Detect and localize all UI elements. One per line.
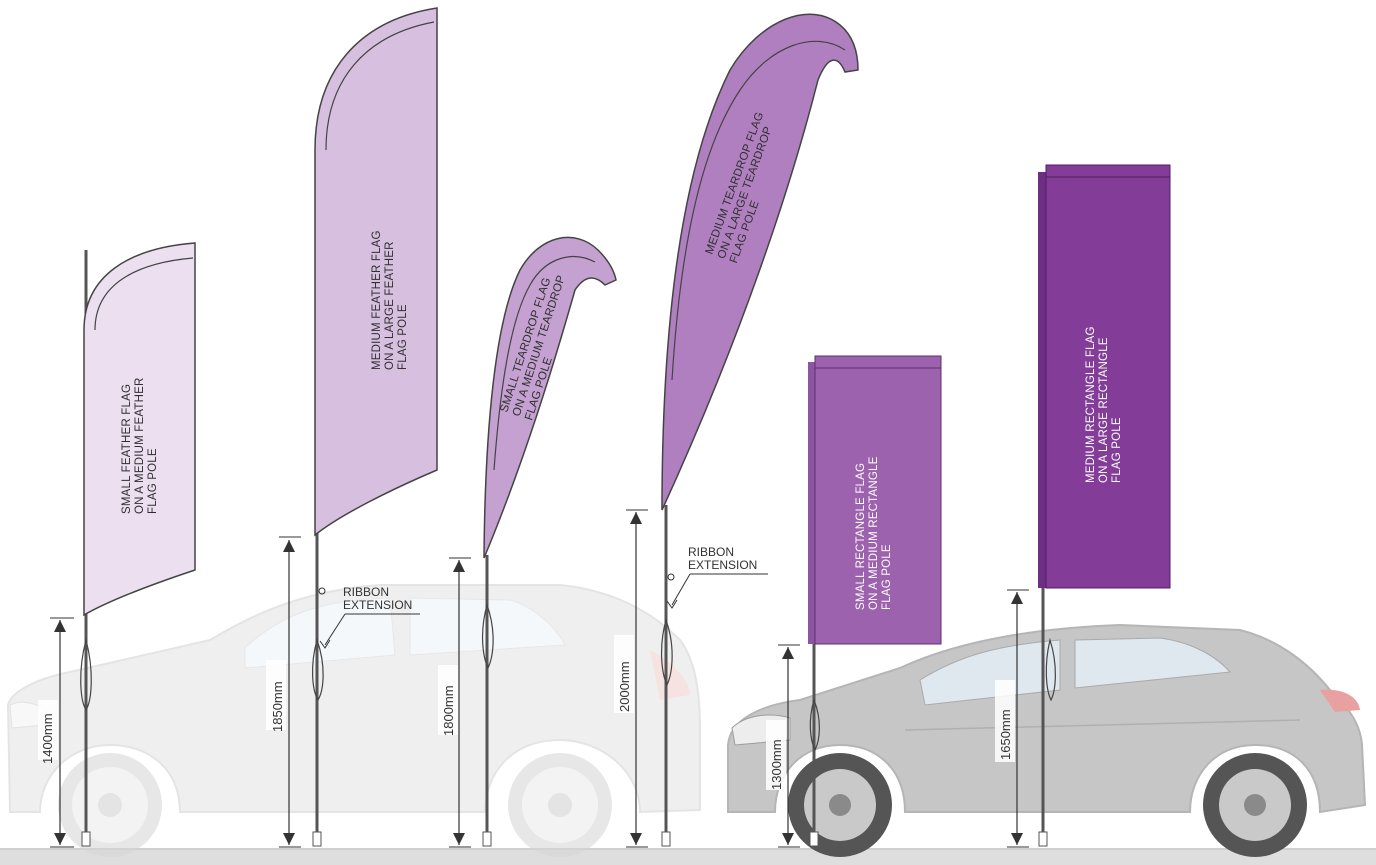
height-label: 1400mm [40, 713, 55, 764]
annotation-line: EXTENSION [343, 598, 412, 612]
flag-label-line: SMALL FEATHER FLAG [121, 384, 133, 514]
small-feather-flag-unit: SMALL FEATHER FLAG ON A MEDIUM FEATHER F… [38, 242, 196, 848]
svg-text:SMALL FEATHER FLAG ON A: SMALL FEATHER FLAG ON A MEDIUM FEATHER F… [121, 374, 159, 514]
medium-teardrop-flag [661, 13, 859, 511]
medium-teardrop-flag-unit: MEDIUM TEARDROP FLAG ON A LARGE TEARDROP… [614, 13, 859, 848]
suv-car-illustration [6, 584, 701, 857]
medium-rectangle-flag-unit: MEDIUM RECTANGLE FLAG ON A LARGE RECTANG… [995, 164, 1171, 848]
flag-label-line: ON A MEDIUM FEATHER [134, 378, 146, 515]
small-rectangle-flag [814, 355, 942, 645]
height-label: 1850mm [270, 681, 285, 732]
annotation-line: RIBBON [688, 545, 734, 559]
flag-label-line: MEDIUM RECTANGLE FLAG [1085, 326, 1097, 483]
ground-edge [0, 848, 1376, 850]
small-rectangle-flag-back [808, 362, 818, 644]
height-label: 1800mm [441, 685, 456, 736]
hatchback-car-illustration [727, 623, 1367, 857]
flag-label-line: MEDIUM FEATHER FLAG [371, 230, 383, 370]
svg-text:MEDIUM RECTANGLE FLAG ON: MEDIUM RECTANGLE FLAG ON A LARGE RECTANG… [1085, 323, 1123, 483]
annotation-line: EXTENSION [688, 558, 757, 572]
flag-label-line: FLAG POLE [147, 448, 159, 514]
flag-label-line: FLAG POLE [881, 544, 893, 610]
flag-label-line: FLAG POLE [397, 304, 409, 370]
svg-text:RIBBON EXTENSION: RIBBON EXTENSION [688, 545, 757, 572]
medium-rectangle-flag [1045, 164, 1171, 589]
small-rectangle-flag-unit: SMALL RECTANGLE FLAG ON A MEDIUM RECTANG… [766, 355, 942, 848]
height-label: 1300mm [769, 739, 784, 790]
svg-text:MEDIUM FEATHER FLAG ON A: MEDIUM FEATHER FLAG ON A LARGE FEATHER F… [371, 227, 409, 370]
height-label: 1650mm [998, 709, 1013, 760]
flag-label-line: ON A MEDIUM RECTANGLE [868, 456, 880, 610]
medium-feather-flag [314, 7, 438, 537]
annotation-line: RIBBON [343, 585, 389, 599]
pole-base [81, 831, 91, 847]
height-label: 2000mm [617, 661, 632, 712]
medium-feather-flag-unit: MEDIUM FEATHER FLAG ON A LARGE FEATHER F… [266, 7, 438, 848]
ground [0, 848, 1376, 865]
annotation-leader [324, 613, 420, 646]
svg-text:SMALL RECTANGLE FLAG ON: SMALL RECTANGLE FLAG ON A MEDIUM RECTANG… [855, 453, 893, 610]
flag-label-line: ON A LARGE FEATHER [384, 241, 396, 370]
svg-text:RIBBON EXTENSION: RIBBON EXTENSION [343, 585, 412, 612]
annotation-leader [671, 573, 768, 606]
flag-label-line: SMALL RECTANGLE FLAG [855, 463, 867, 610]
flag-label-line: ON A LARGE RECTANGLE [1098, 337, 1110, 483]
flag-label-line: FLAG POLE [1111, 417, 1123, 483]
small-feather-flag [83, 242, 196, 617]
